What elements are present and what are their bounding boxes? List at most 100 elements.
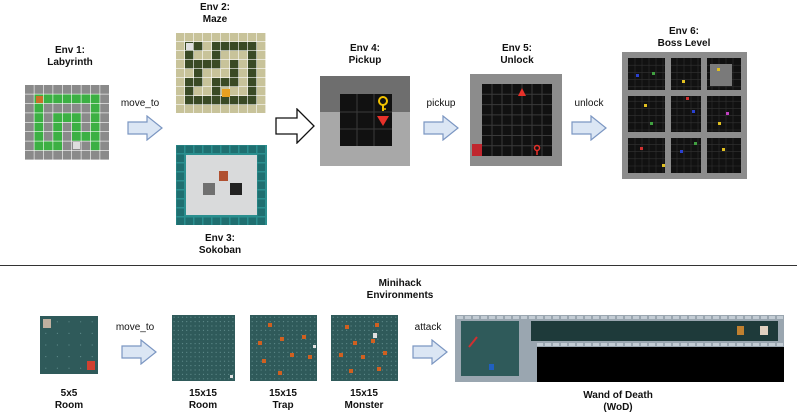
floor-dot (341, 351, 343, 353)
labyrinth-tile (53, 150, 62, 160)
floor-dot (287, 378, 289, 380)
room15-label: 15x15 Room (163, 388, 243, 412)
maze-tile (176, 69, 185, 78)
floor-dot (232, 351, 234, 353)
floor-dot (381, 347, 383, 349)
floor-dot (350, 334, 352, 336)
maze-tile (257, 60, 266, 69)
floor-dot (219, 334, 221, 336)
floor-dot (395, 334, 397, 336)
floor-dot (177, 321, 179, 323)
floor-dot (211, 329, 213, 331)
labyrinth-tile (53, 122, 62, 132)
floor-dot (386, 325, 388, 327)
labyrinth-tile (34, 85, 44, 94)
floor-dot (332, 316, 334, 318)
sokoban-wall-tile (230, 145, 238, 153)
floor-dot (56, 321, 58, 323)
floor-dot (337, 329, 339, 331)
floor-dot (350, 321, 352, 323)
trap15-label-line2: Trap (272, 400, 294, 411)
floor-dot (305, 321, 307, 323)
floor-dot (251, 334, 253, 336)
floor-dot (211, 351, 213, 353)
floor-dot (278, 369, 280, 371)
floor-dot (381, 356, 383, 358)
floor-dot (363, 347, 366, 349)
floor-dot (296, 365, 298, 367)
floor-dot (265, 321, 267, 323)
floor-dot (173, 373, 175, 375)
floor-dot (381, 360, 383, 362)
maze-tile (185, 78, 194, 87)
floor-dot (300, 356, 302, 358)
floor-dot (68, 321, 70, 323)
floor-dot (211, 369, 213, 371)
floor-dot (346, 351, 348, 353)
floor-dot (194, 338, 196, 340)
floor-dot (300, 316, 302, 318)
maze-tile (203, 96, 212, 105)
floor-dot (173, 316, 175, 318)
floor-dot (368, 321, 370, 323)
room15-grid (172, 315, 235, 381)
wall-brick (521, 316, 527, 319)
wall-brick (641, 343, 647, 346)
floor-dot (190, 343, 192, 345)
floor-dot (314, 378, 316, 380)
env6-title: Env 6: Boss Level (644, 26, 724, 50)
floor-dot (372, 321, 375, 323)
boss-item (636, 74, 639, 77)
floor-dot (219, 351, 221, 353)
floor-dot (282, 316, 285, 318)
floor-dot (291, 334, 294, 336)
floor-dot (256, 356, 258, 358)
floor-dot (332, 321, 334, 323)
floor-dot (300, 360, 302, 362)
labyrinth-tile (81, 113, 91, 122)
floor-dot (372, 316, 375, 318)
maze-tile (176, 60, 185, 69)
floor-dot (202, 325, 205, 327)
maze-tile (203, 51, 212, 60)
floor-dot (305, 329, 307, 331)
wall-brick (673, 316, 679, 319)
floor-dot (354, 356, 357, 358)
trap15-label-line1: 15x15 (269, 388, 297, 399)
floor-dot (278, 343, 280, 345)
floor-dot (305, 325, 307, 327)
floor-dot (181, 316, 184, 318)
maze-tile (185, 51, 194, 60)
floor-dot (202, 321, 205, 323)
labyrinth-tile (72, 132, 81, 141)
floor-dot (186, 351, 188, 353)
floor-dot (332, 325, 334, 327)
floor-dot (215, 373, 217, 375)
floor-dot (198, 369, 200, 371)
arrow-right-icon (423, 115, 459, 141)
room5-label-line2: Room (54, 400, 84, 411)
floor-dot (177, 316, 179, 318)
labyrinth-tile (25, 85, 34, 94)
boss-item (694, 142, 697, 145)
floor-dot (377, 316, 379, 318)
floor-dot (173, 365, 175, 367)
monster-icon (349, 369, 353, 373)
floor-dot (223, 356, 226, 358)
floor-dot (287, 369, 289, 371)
floor-dot (68, 367, 70, 369)
trap-icon (278, 371, 282, 375)
floor-dot (314, 365, 316, 367)
sokoban-wall-tile (176, 145, 184, 153)
sokoban-wall-tile (176, 154, 184, 162)
wod-panel (455, 315, 784, 382)
floor-dot (282, 356, 285, 358)
floor-dot (390, 351, 392, 353)
floor-dot (269, 316, 271, 318)
floor-dot (260, 365, 262, 367)
wall-brick (689, 316, 695, 319)
maze-tile (194, 87, 203, 96)
labyrinth-tile (90, 85, 100, 94)
floor-dot (273, 338, 276, 340)
wall-brick (753, 343, 759, 346)
